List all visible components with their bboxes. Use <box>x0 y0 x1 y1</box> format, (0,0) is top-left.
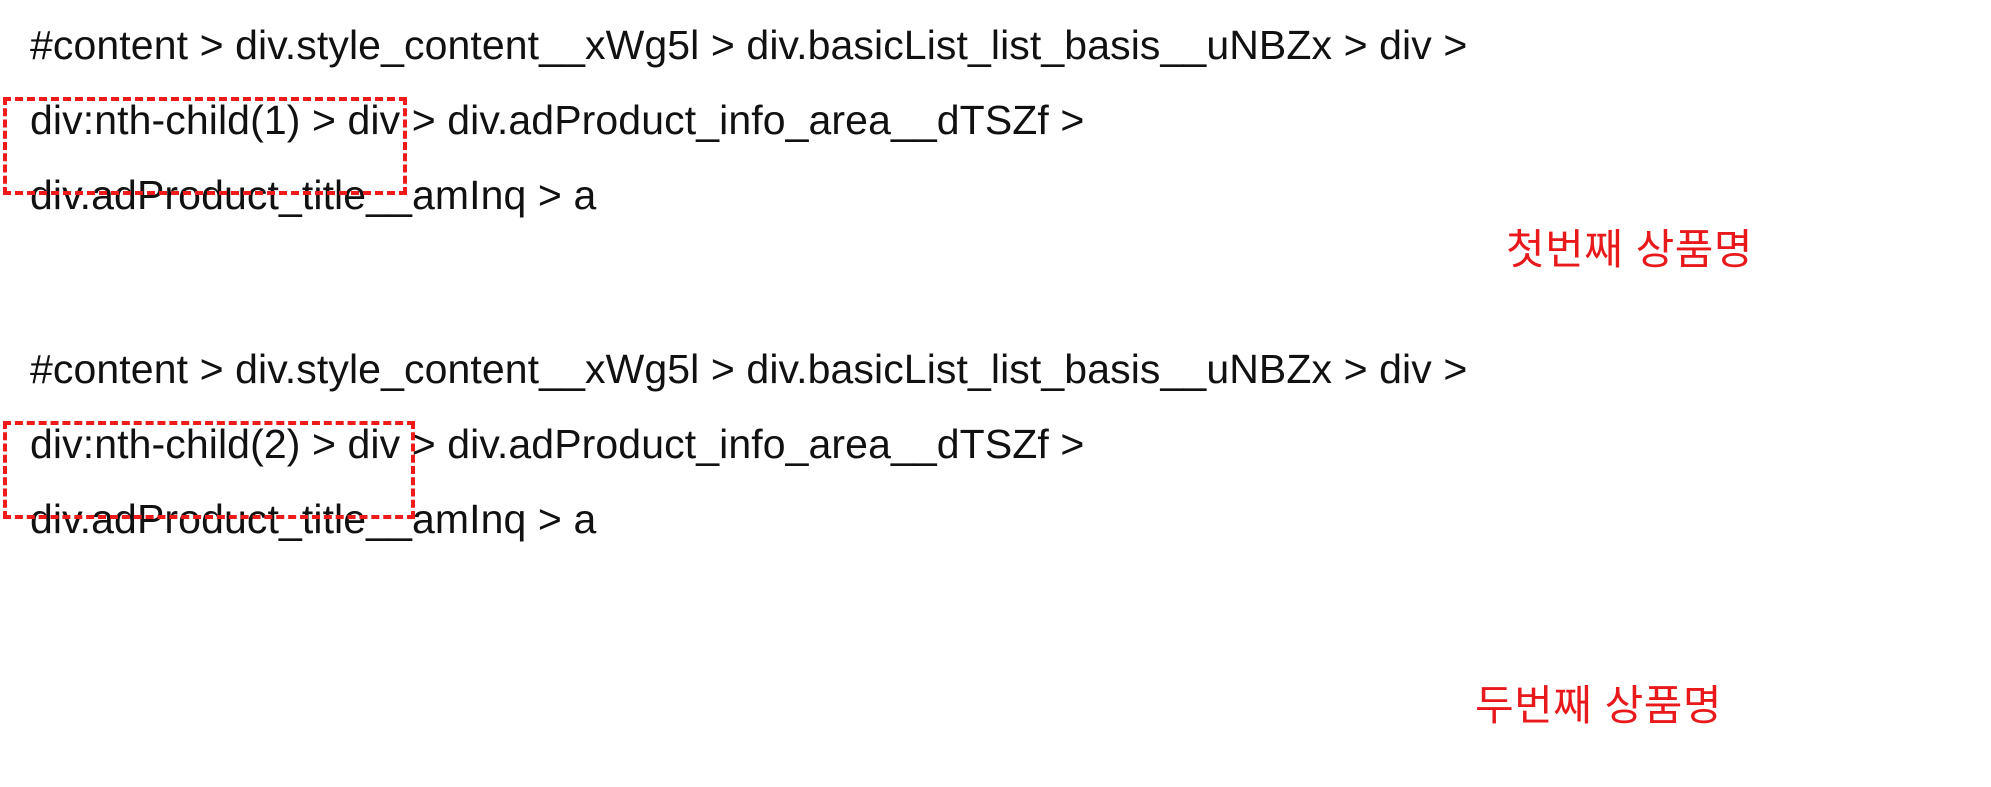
annotation-second-product-name: 두번째 상품명 <box>1475 682 1723 729</box>
selector-line: #content > div.style_content__xWg5l > di… <box>30 346 1468 392</box>
selector-block-first-product: #content > div.style_content__xWg5l > di… <box>0 8 1991 233</box>
selector-line: div.adProduct_title__amInq > a <box>30 172 597 218</box>
selector-line: #content > div.style_content__xWg5l > di… <box>30 22 1468 68</box>
selector-line: div:nth-child(2) > div > div.adProduct_i… <box>30 421 1085 467</box>
annotation-first-product-name: 첫번째 상품명 <box>1506 226 1754 273</box>
selector-line: div.adProduct_title__amInq > a <box>30 496 597 542</box>
selector-block-second-product: #content > div.style_content__xWg5l > di… <box>0 332 1991 557</box>
selector-line: div:nth-child(1) > div > div.adProduct_i… <box>30 97 1085 143</box>
